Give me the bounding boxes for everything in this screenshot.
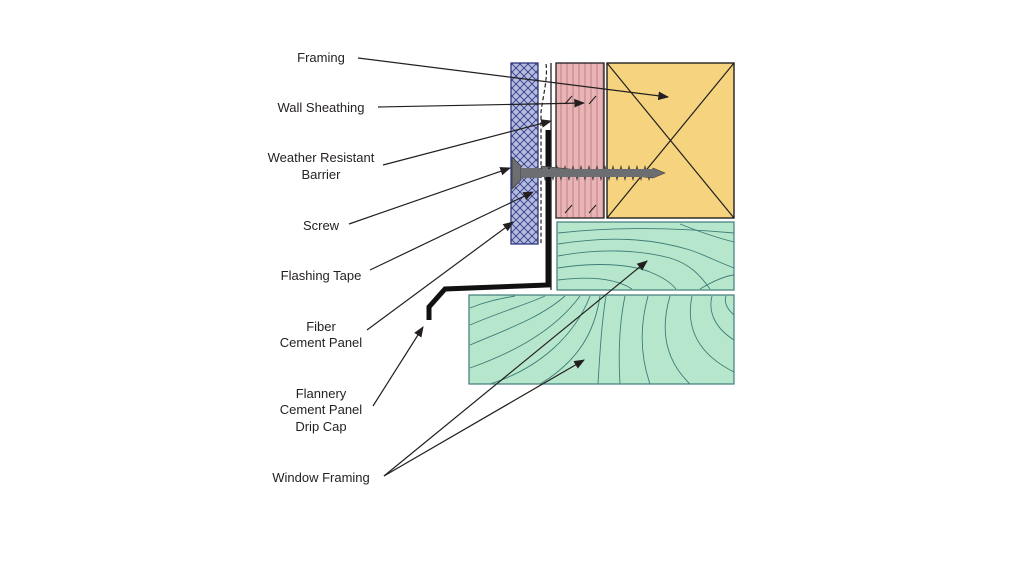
fiber-cement-leader [366,221,514,331]
window-framing-upper [556,221,735,291]
label-drip-line1: Flannery [296,386,347,401]
label-drip-line3: Drip Cap [295,419,346,434]
drip-cap-leader [372,326,424,407]
label-wrb-line1: Weather Resistant [268,150,375,165]
screw-leader [348,167,512,225]
window-framing-lower [468,294,735,385]
window-framing-leader-upper [383,260,648,477]
fiber-cement-panel [510,62,539,245]
label-screw: Screw [303,218,340,233]
flashing-tape-leader [369,191,534,271]
drip-cap [426,130,551,320]
label-fiber-line2: Cement Panel [280,335,362,350]
label-framing: Framing [297,50,345,65]
label-fiber-line1: Fiber [306,319,336,334]
wrb-leader [382,119,553,166]
label-wall-sheathing: Wall Sheathing [278,100,365,115]
label-wrb-line2: Barrier [301,167,341,182]
wall-sheathing-block [555,62,605,219]
label-flashing-tape: Flashing Tape [281,268,362,283]
label-drip-line2: Cement Panel [280,402,362,417]
wall-sheathing-leader [377,98,586,108]
label-window-framing: Window Framing [272,470,370,485]
flashing-tape [540,63,548,244]
screw [511,156,666,190]
window-framing-leader-lower [383,359,585,477]
framing-block [606,62,735,219]
framing-leader [357,57,670,101]
